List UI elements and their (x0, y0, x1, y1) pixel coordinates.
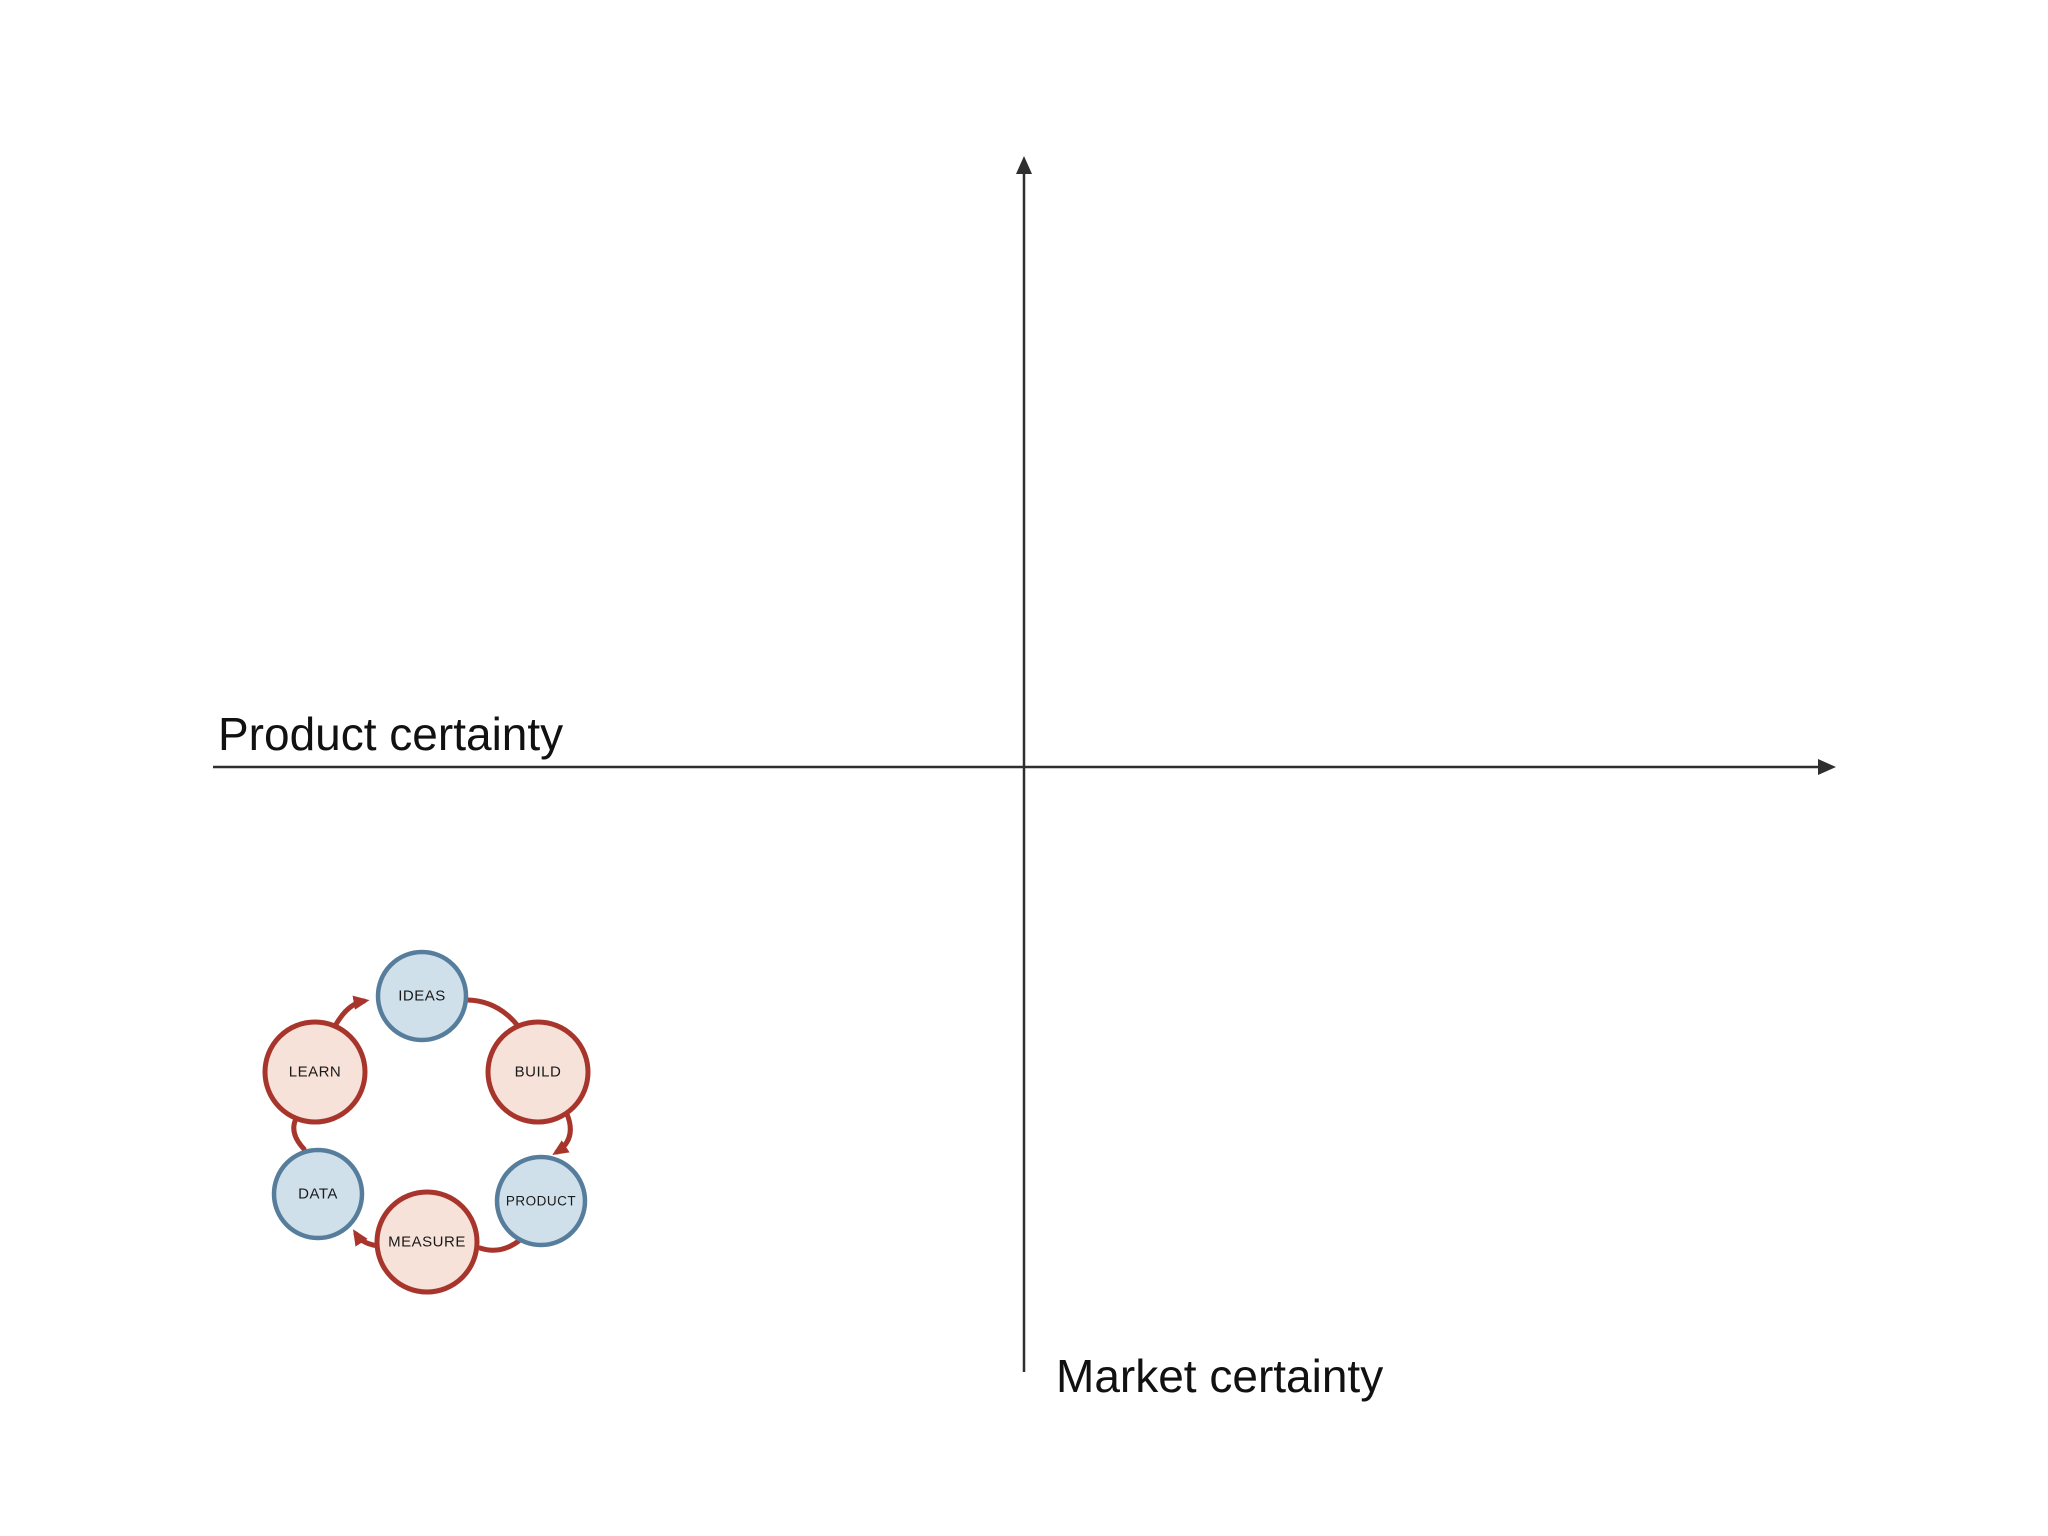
measure-label: MEASURE (388, 1234, 466, 1251)
product-circle (494, 1154, 588, 1248)
cycle-node-learn: LEARN (262, 1019, 368, 1125)
data-label: DATA (298, 1186, 338, 1203)
x-axis-arrowhead-icon (1818, 759, 1836, 775)
learn-circle (262, 1019, 368, 1125)
lean-cycle-diagram: IDEAS BUILD PRODUCT MEASURE DATA (262, 949, 591, 1295)
learn-label: LEARN (289, 1064, 342, 1081)
build-label: BUILD (515, 1064, 562, 1081)
data-circle (271, 1147, 365, 1241)
cycle-node-data: DATA (271, 1147, 365, 1241)
ideas-label: IDEAS (398, 988, 446, 1005)
cycle-node-ideas: IDEAS (375, 949, 469, 1043)
cycle-edge-ideas-build (465, 997, 521, 1029)
y-axis-label: Market certainty (1056, 1350, 1383, 1402)
cycle-node-measure: MEASURE (374, 1189, 480, 1295)
axes: Product certainty Market certainty (213, 156, 1836, 1402)
cycle-node-product: PRODUCT (494, 1154, 588, 1248)
cycle-node-build: BUILD (485, 1019, 591, 1125)
cycle-edge-build-product (552, 1111, 573, 1156)
build-circle (485, 1019, 591, 1125)
x-axis-label: Product certainty (218, 708, 563, 760)
y-axis-arrowhead-icon (1016, 156, 1032, 174)
measure-circle (374, 1189, 480, 1295)
cycle-edge-product-measure (477, 1237, 523, 1253)
ideas-circle (375, 949, 469, 1043)
product-label: PRODUCT (506, 1194, 576, 1209)
